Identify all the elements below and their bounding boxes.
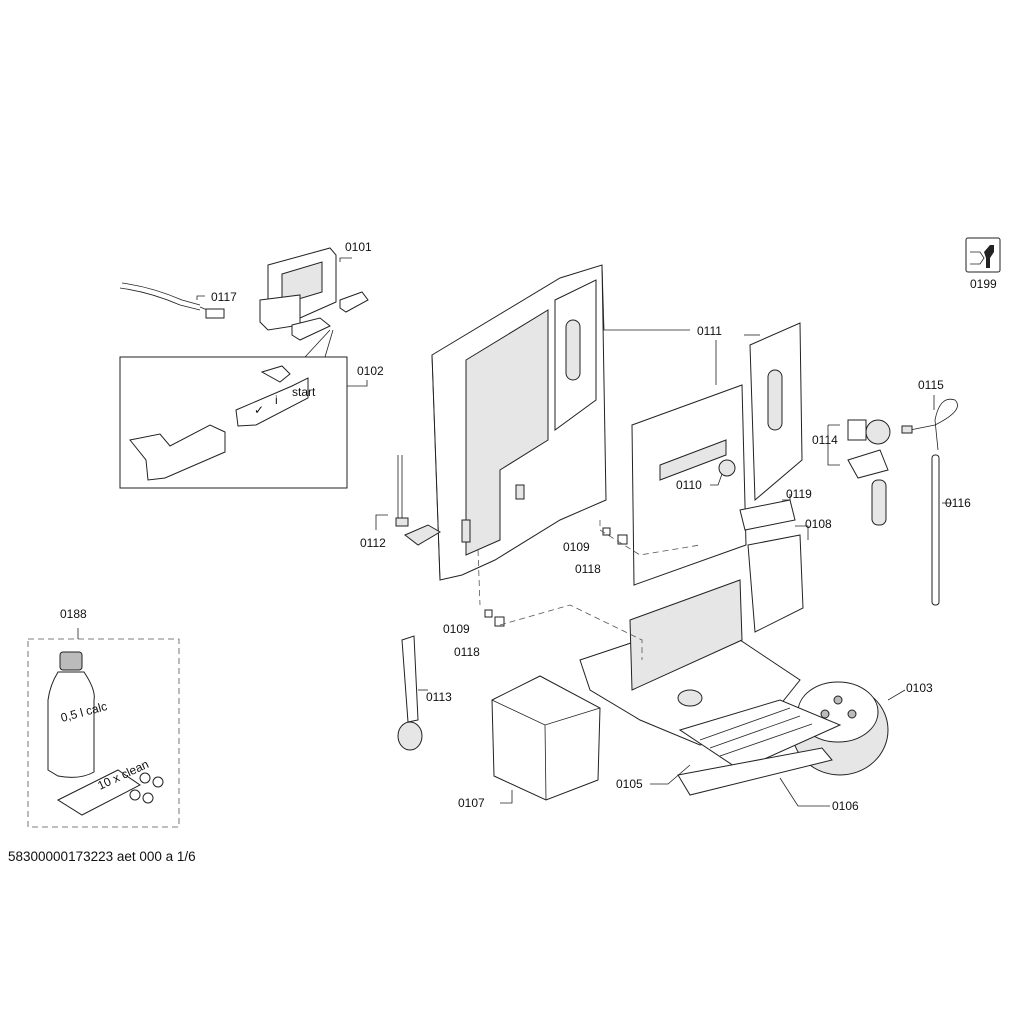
part-housing-frame[interactable]: [431, 264, 690, 581]
part-0199-tool-icon[interactable]: [965, 237, 1001, 273]
button-info-glyph: i: [275, 393, 278, 407]
document-footer-id: 58300000173223 aet 000 a 1/6: [8, 849, 196, 864]
label-0119: 0119: [786, 487, 812, 501]
label-0106: 0106: [832, 799, 859, 813]
part-0101-display-module[interactable]: [259, 247, 369, 341]
label-0118-lower: 0118: [454, 645, 480, 659]
button-start-glyph: start: [292, 385, 316, 399]
part-0112-board[interactable]: [375, 455, 441, 546]
label-0116: 0116: [945, 496, 971, 510]
label-0188: 0188: [60, 607, 87, 621]
part-0109-0118-fasteners[interactable]: [477, 520, 701, 660]
part-0113-scoop[interactable]: [397, 635, 428, 751]
label-0113: 0113: [426, 690, 452, 704]
part-0116-rod[interactable]: [931, 454, 952, 606]
label-0117: 0117: [211, 290, 237, 304]
label-0112: 0112: [360, 536, 386, 550]
label-0111: 0111: [697, 324, 722, 338]
label-0101: 0101: [345, 240, 372, 254]
part-0102-button-inset[interactable]: ✓ i start: [119, 329, 368, 489]
part-0108-side-panel[interactable]: [739, 494, 809, 633]
part-0188-cleaning-kit[interactable]: 0,5 l calc 10 x clean: [27, 628, 180, 828]
label-0108: 0108: [805, 517, 832, 531]
label-0103: 0103: [906, 681, 933, 695]
label-0107: 0107: [458, 796, 485, 810]
part-0115-hose[interactable]: [901, 395, 958, 451]
label-0105: 0105: [616, 777, 643, 791]
label-0102: 0102: [357, 364, 384, 378]
part-0107-container[interactable]: [491, 675, 601, 804]
label-0109-lower: 0109: [443, 622, 470, 636]
part-0106-drawer[interactable]: [677, 747, 833, 807]
label-0114: 0114: [812, 433, 838, 447]
label-0109-upper: 0109: [563, 540, 590, 554]
label-0118-upper: 0118: [575, 562, 601, 576]
label-0110: 0110: [676, 478, 702, 492]
label-0115: 0115: [918, 378, 944, 392]
button-check-glyph: ✓: [254, 403, 264, 417]
part-0114-valve[interactable]: [827, 419, 891, 526]
part-0105-grid[interactable]: [650, 699, 842, 785]
part-0117-cable[interactable]: [119, 282, 225, 319]
part-0111-panel[interactable]: [631, 322, 803, 586]
part-0110-knob[interactable]: [710, 459, 736, 486]
label-0199: 0199: [970, 277, 997, 291]
